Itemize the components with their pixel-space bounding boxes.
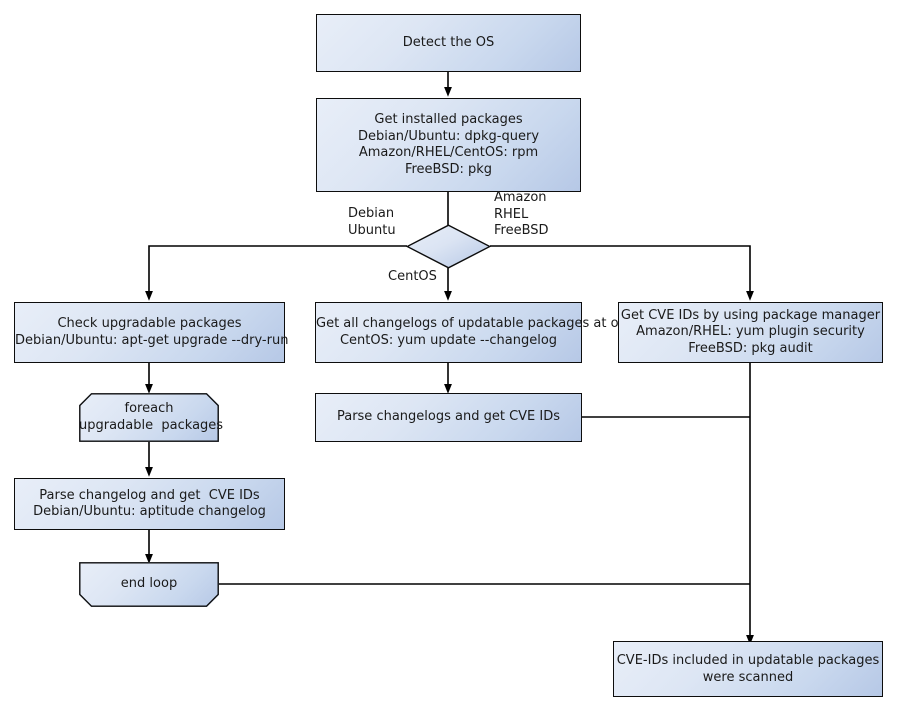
node-parse-changelogs-batch-label: Parse changelogs and get CVE IDs [336,409,561,425]
node-get-installed-packages-label: Get installed packages Debian/Ubuntu: dp… [357,112,540,177]
node-get-all-changelogs-label: Get all changelogs of updatable packages… [316,316,642,348]
node-check-upgradable-packages[interactable]: Check upgradable packages Debian/Ubuntu:… [14,302,289,363]
node-detect-os-label: Detect the OS [402,34,495,50]
edge-decision-to-check-upgradable [145,245,407,301]
edge-label-amazon-rhel-freebsd: Amazon RHEL FreeBSD [494,190,549,238]
node-foreach-loop-start[interactable]: foreach upgradable packages [79,393,224,442]
node-parse-changelog-single-label: Parse changelog and get CVE IDs Debian/U… [33,487,266,520]
node-get-installed-packages[interactable]: Get installed packages Debian/Ubuntu: dp… [316,98,581,192]
end-loop-shape-outline [79,562,219,607]
node-get-cve-ids-package-manager-label: Get CVE IDs by using package manager Ama… [620,307,881,356]
node-parse-changelogs-batch[interactable]: Parse changelogs and get CVE IDs [315,393,582,442]
node-parse-changelog-single[interactable]: Parse changelog and get CVE IDs Debian/U… [14,478,285,530]
node-detect-os[interactable]: Detect the OS [316,14,581,72]
edge-label-centos: CentOS [388,269,437,284]
edge-decision-to-pkgmgr [490,245,754,301]
node-end-loop-label: end loop [120,576,178,592]
node-os-decision[interactable] [405,224,492,269]
node-get-cve-ids-package-manager[interactable]: Get CVE IDs by using package manager Ama… [618,302,883,363]
foreach-shape-outline [79,393,219,442]
foreach-shape-fill [79,393,219,442]
node-end-loop[interactable]: end loop [79,562,219,607]
node-scan-result-label: CVE-IDs included in updatable packages w… [616,653,880,685]
edge-label-debian-ubuntu: Debian Ubuntu [348,206,396,238]
node-get-all-changelogs[interactable]: Get all changelogs of updatable packages… [315,302,642,363]
node-scan-result[interactable]: CVE-IDs included in updatable packages w… [613,641,883,697]
end-loop-shape-fill [79,562,219,607]
node-foreach-loop-start-label: foreach upgradable packages [79,401,224,433]
node-check-upgradable-packages-label: Check upgradable packages Debian/Ubuntu:… [15,316,289,348]
diamond-shape [405,224,492,269]
